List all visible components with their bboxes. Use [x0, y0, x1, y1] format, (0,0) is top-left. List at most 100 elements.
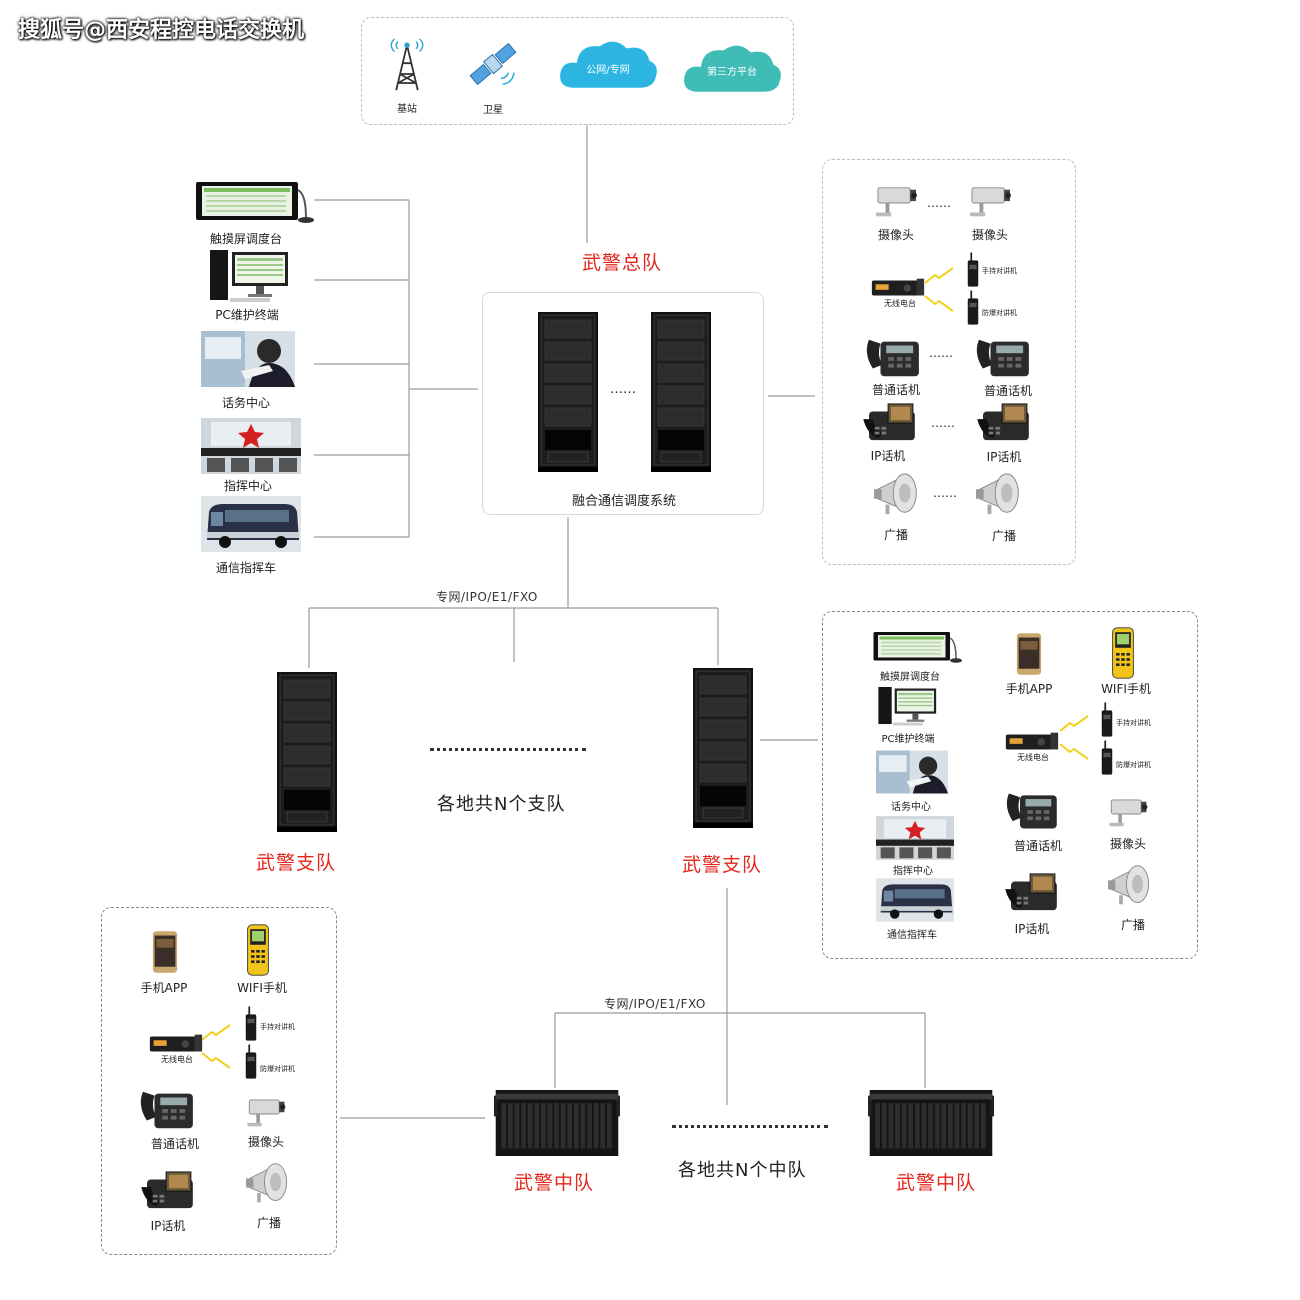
pc-terminal-icon — [877, 687, 939, 727]
radio-icon — [1004, 730, 1060, 754]
camera-icon — [872, 184, 920, 222]
hq-left-device-label: PC维护终端 — [215, 308, 279, 322]
hq-system-label: 融合通信调度系统 — [571, 494, 676, 509]
explosion-proof-label: 防爆对讲机 — [260, 1065, 295, 1073]
ellipsis: …… — [929, 346, 953, 360]
walkie-talkie-icon — [244, 1044, 258, 1080]
mobile-app-label: 手机APP — [1005, 682, 1053, 696]
ip-phone-label: IP话机 — [870, 449, 906, 463]
touchscreen-label: 触摸屏调度台 — [880, 672, 940, 683]
desk-phone-icon — [1002, 788, 1060, 834]
phone-label: 普通话机 — [150, 1137, 199, 1151]
broadcast-horn-icon — [1106, 862, 1158, 908]
hq-title: 武警总队 — [582, 252, 663, 274]
camera-icon — [1106, 796, 1150, 832]
ellipsis: …… — [933, 486, 957, 500]
branch-terminal-box — [822, 611, 1198, 959]
satellite-icon — [466, 40, 520, 88]
radio-icon — [148, 1032, 204, 1056]
hq-left-device-label: 触摸屏调度台 — [209, 232, 282, 246]
mobile-app-icon — [1016, 632, 1042, 676]
touchscreen-console-icon — [194, 180, 314, 224]
broadcast-label: 广播 — [883, 528, 908, 542]
satellite-label: 卫星 — [483, 105, 503, 116]
walkie-talkie-icon — [966, 290, 980, 326]
walkie-talkie-icon — [966, 252, 980, 288]
command-center-label: 指挥中心 — [893, 866, 933, 877]
mobile-app-label: 手机APP — [140, 981, 188, 995]
branch-middle-text: 各地共N个支队 — [437, 794, 566, 815]
call-center-label: 话务中心 — [891, 802, 931, 813]
broadcast-horn-icon — [974, 470, 1028, 518]
hq-left-device-label: 指挥中心 — [223, 479, 272, 493]
squad-rack-left — [494, 1090, 620, 1156]
broadcast-horn-icon — [244, 1160, 296, 1206]
camera-label: 摄像头 — [877, 228, 914, 242]
squad-middle-text: 各地共N个中队 — [678, 1160, 807, 1181]
handheld-label: 手持对讲机 — [260, 1023, 295, 1031]
squad-title-right: 武警中队 — [896, 1172, 977, 1194]
squad-link-label: 专网/IPO/E1/FXO — [604, 997, 706, 1011]
handheld-label: 手持对讲机 — [1116, 719, 1151, 727]
camera-icon — [244, 1096, 288, 1132]
top-network-box — [361, 17, 794, 125]
branch-link-label: 专网/IPO/E1/FXO — [436, 590, 538, 604]
touchscreen-console-icon — [872, 630, 962, 664]
radio-label: 无线电台 — [161, 1055, 193, 1064]
ip-phone-label: IP话机 — [986, 450, 1022, 464]
third-party-label: 第三方平台 — [707, 67, 757, 78]
hq-ellipsis: …… — [610, 382, 636, 397]
command-center-icon — [201, 417, 301, 475]
base-station-icon — [389, 36, 425, 94]
walkie-talkie-icon — [1100, 740, 1114, 776]
walkie-talkie-icon — [1100, 702, 1114, 738]
hq-left-device-label: 通信指挥车 — [215, 561, 276, 575]
wifi-phone-label: WIFI手机 — [237, 981, 287, 995]
call-center-icon — [876, 750, 948, 794]
radio-label: 无线电台 — [1017, 753, 1049, 762]
command-vehicle-icon — [876, 878, 954, 922]
desk-phone-icon — [136, 1086, 196, 1134]
call-center-icon — [201, 330, 295, 388]
command-vehicle-icon — [201, 496, 301, 552]
command-vehicle-label: 通信指挥车 — [887, 930, 937, 941]
hq-terminal-box — [822, 159, 1076, 565]
pc-label: PC维护终端 — [881, 734, 935, 745]
ip-phone-label: IP话机 — [1014, 922, 1050, 936]
hq-cabinet-right — [650, 312, 712, 472]
phone-label: 普通话机 — [983, 384, 1032, 398]
branch-ellipsis — [430, 748, 586, 751]
branch-title-right: 武警支队 — [682, 854, 763, 876]
watermark: 搜狐号@西安程控电话交换机 — [18, 18, 305, 43]
radio-icon — [870, 276, 926, 300]
phone-label: 普通话机 — [1013, 839, 1062, 853]
phone-label: 普通话机 — [871, 383, 920, 397]
branch-title-left: 武警支队 — [256, 852, 337, 874]
public-net-label: 公网/专网 — [586, 65, 630, 76]
hq-left-device-label: 话务中心 — [221, 396, 270, 410]
squad-ellipsis — [672, 1125, 828, 1128]
camera-label: 摄像头 — [247, 1135, 284, 1149]
ellipsis: …… — [927, 196, 951, 210]
squad-title-left: 武警中队 — [514, 1172, 595, 1194]
squad-rack-right — [868, 1090, 994, 1156]
camera-icon — [966, 184, 1014, 222]
explosion-proof-label: 防爆对讲机 — [1116, 761, 1151, 769]
broadcast-label: 广播 — [1120, 918, 1145, 932]
ip-phone-icon — [1002, 872, 1062, 914]
camera-label: 摄像头 — [1109, 837, 1146, 851]
ellipsis: …… — [931, 416, 955, 430]
explosion-proof-label: 防爆对讲机 — [982, 309, 1017, 317]
hq-system-box — [482, 292, 764, 515]
broadcast-horn-icon — [872, 470, 926, 518]
broadcast-label: 广播 — [991, 529, 1016, 543]
handheld-label: 手持对讲机 — [982, 267, 1017, 275]
wifi-phone-label: WIFI手机 — [1101, 682, 1151, 696]
broadcast-label: 广播 — [256, 1216, 281, 1230]
branch-cabinet-left — [277, 672, 337, 832]
wifi-phone-icon — [1110, 627, 1136, 679]
branch-cabinet-right — [693, 668, 753, 828]
wifi-phone-icon — [245, 924, 271, 976]
squad-terminal-box — [101, 907, 337, 1255]
camera-label: 摄像头 — [971, 228, 1008, 242]
